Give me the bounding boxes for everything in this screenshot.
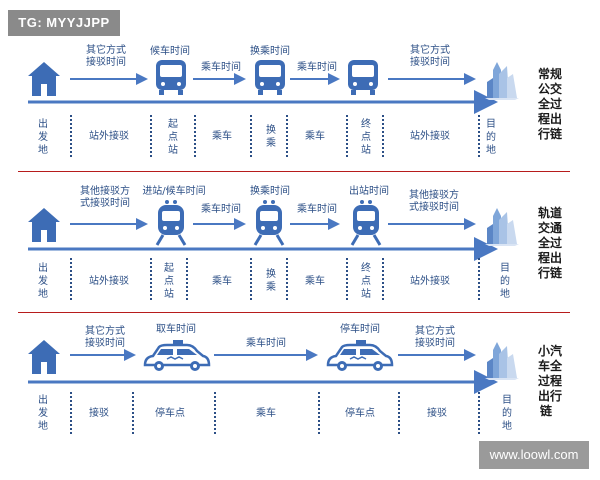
top-label: 候车时间 [150,46,190,57]
top-label: 乘车时间 [297,62,337,73]
row-title: 常规 公交 全过 程出 行链 [538,67,563,141]
city-icon [485,62,519,100]
segment-tick [214,392,216,434]
top-label: 其他接驳方 式接驳时间 [80,186,130,209]
segment-label: 停车点 [155,408,185,419]
segment-tick [250,258,252,300]
segment-label: 乘车 [212,276,232,287]
top-label: 其它方式 接驳时间 [85,326,125,349]
row-title: 小汽 车全 过程 出行 链 [538,344,563,418]
segment-label: 站外接驳 [410,276,450,287]
segment-label: 终 点 站 [361,263,371,300]
segment-tick [250,115,252,157]
segment-tick [382,258,384,300]
row-2-graphics [28,198,519,261]
segment-label: 乘车 [305,131,325,142]
segment-label: 出 发 地 [38,263,48,300]
segment-label: 起 点 站 [168,119,178,156]
segment-label: 乘车 [256,408,276,419]
bus-icon [156,60,186,95]
segment-label: 站外接驳 [89,276,129,287]
segment-label: 接驳 [427,408,447,419]
top-label: 其它方式 接驳时间 [86,45,126,68]
segment-tick [70,392,72,434]
segment-label: 站外接驳 [89,131,129,142]
top-label: 乘车时间 [297,204,337,215]
top-label: 进站/候车时间 [142,186,206,197]
top-label: 换乘时间 [250,46,290,57]
top-label: 取车时间 [156,324,196,335]
row-divider [18,171,570,172]
train-icon [155,198,187,247]
segment-label: 停车点 [345,408,375,419]
segment-label: 出 发 地 [38,395,48,432]
segment-tick [150,258,152,300]
segment-tick [478,258,480,300]
segment-label: 换 乘 [266,269,276,293]
segment-label: 目 的 地 [500,263,510,300]
segment-tick [194,115,196,157]
segment-tick [70,115,72,157]
top-label: 乘车时间 [201,62,241,73]
segment-tick [346,258,348,300]
segment-tick [318,392,320,434]
segment-tick [346,115,348,157]
city-icon [485,342,519,380]
house-icon [28,340,60,374]
segment-label: 换 乘 [266,125,276,149]
row-1-graphics [28,60,519,114]
segment-tick [286,258,288,300]
train-icon [253,198,285,247]
train-icon [350,198,382,247]
segment-label: 终 点 站 [361,119,371,156]
segment-label: 起 点 站 [164,263,174,300]
segment-label: 目 的 地 [486,119,496,156]
watermark: www.loowl.com [479,441,589,469]
row-divider [18,312,570,313]
segment-label: 接驳 [89,408,109,419]
segment-tick [70,258,72,300]
segment-tick [478,115,480,157]
segment-label: 乘车 [212,131,232,142]
row-title: 轨道 交通 全过 程出 行链 [538,206,563,280]
segment-tick [286,115,288,157]
segment-tick [132,392,134,434]
segment-tick [382,115,384,157]
row-3-graphics [28,338,519,394]
segment-label: 出 发 地 [38,119,48,156]
house-icon [28,208,60,242]
top-label: 停车时间 [340,324,380,335]
car-icon [143,338,211,373]
bus-icon [348,60,378,95]
segment-tick [150,115,152,157]
car-icon [326,338,394,373]
top-label: 其它方式 接驳时间 [410,45,450,68]
segment-tick [478,392,480,434]
top-label: 其它方式 接驳时间 [415,326,455,349]
segment-label: 站外接驳 [410,131,450,142]
segment-tick [398,392,400,434]
top-label: 出站时间 [349,186,389,197]
top-label: 其他接驳方 式接驳时间 [409,190,459,213]
city-icon [485,208,519,246]
segment-tick [186,258,188,300]
segment-label: 目 的 地 [502,395,512,432]
top-label: 换乘时间 [250,186,290,197]
segment-label: 乘车 [305,276,325,287]
top-label: 乘车时间 [201,204,241,215]
site-tag: TG: MYYJJPP [8,10,120,36]
top-label: 乘车时间 [246,338,286,349]
house-icon [28,62,60,96]
bus-icon [255,60,285,95]
